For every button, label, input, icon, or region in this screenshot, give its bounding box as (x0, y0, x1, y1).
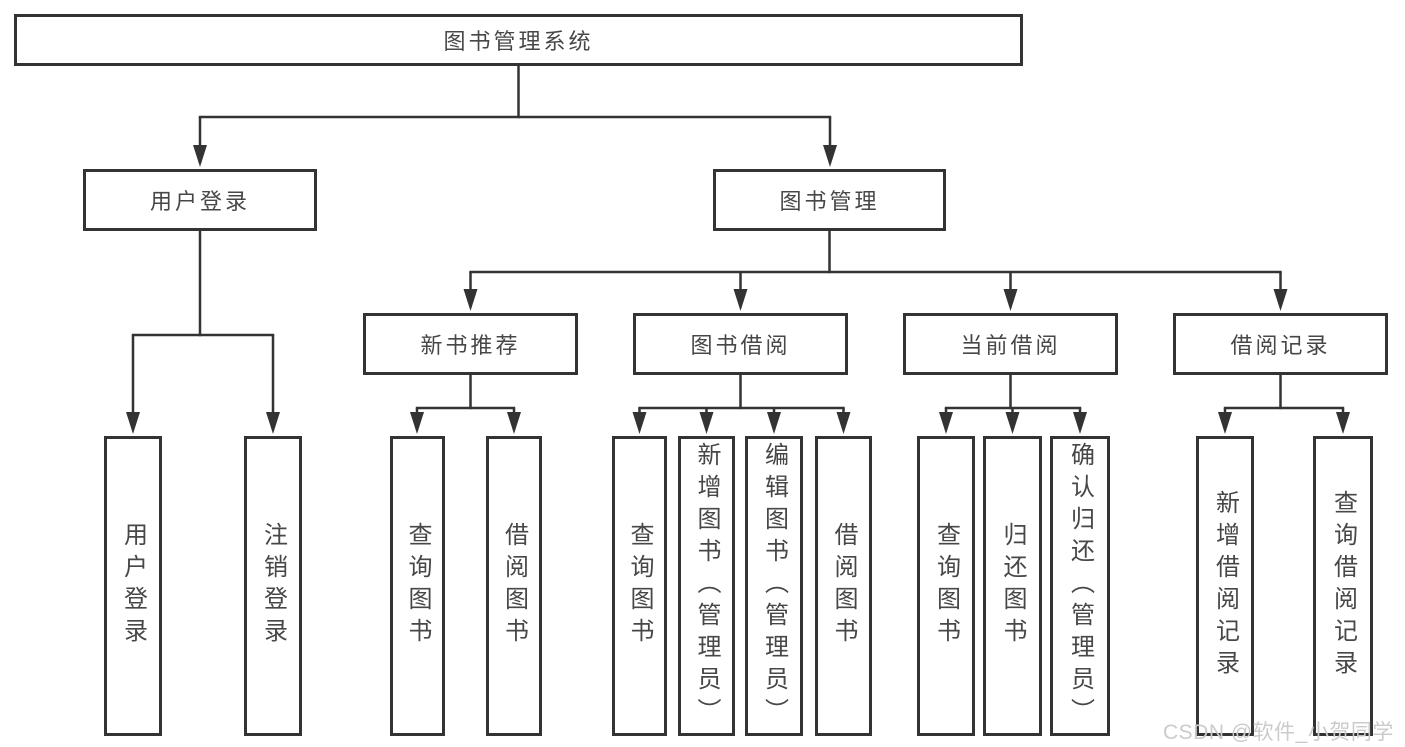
leaf-br-add-record: 新增借阅记录 (1196, 436, 1254, 736)
leaf-bb-borrow-books: 借阅图书 (815, 436, 872, 736)
leaf-nbr-borrow-books: 借阅图书 (486, 436, 542, 736)
node-root-system: 图书管理系统 (14, 14, 1023, 66)
leaf-bb-edit-books-admin: 编辑图书（管理员） (745, 436, 803, 736)
connector-borrowing-records (1218, 375, 1350, 434)
leaf-cb-query-books: 查询图书 (917, 436, 975, 736)
leaf-cb-confirm-return-admin: 确认归还（管理员） (1050, 436, 1110, 736)
leaf-cb-return-books: 归还图书 (983, 436, 1042, 736)
connector-current-borrowing (939, 375, 1087, 434)
connector-root (193, 66, 837, 167)
connector-user-login (126, 231, 280, 434)
connector-book-management (463, 231, 1288, 311)
leaf-logout: 注销登录 (244, 436, 302, 736)
leaf-user-login: 用户登录 (104, 436, 162, 736)
leaf-br-query-record: 查询借阅记录 (1313, 436, 1373, 736)
node-user-login: 用户登录 (83, 169, 317, 231)
node-borrowing-records: 借阅记录 (1173, 313, 1388, 375)
connector-new-book-recommendation (410, 375, 521, 434)
leaf-nbr-query-books: 查询图书 (390, 436, 445, 736)
leaf-bb-query-books: 查询图书 (612, 436, 667, 736)
node-book-borrowing: 图书借阅 (633, 313, 848, 375)
connector-book-borrowing (632, 375, 851, 434)
node-new-book-recommendation: 新书推荐 (363, 313, 578, 375)
node-book-management: 图书管理 (713, 169, 946, 231)
watermark: CSDN @软件_小贺同学 (1163, 721, 1394, 744)
node-current-borrowing: 当前借阅 (903, 313, 1118, 375)
leaf-bb-add-books-admin: 新增图书（管理员） (678, 436, 735, 736)
